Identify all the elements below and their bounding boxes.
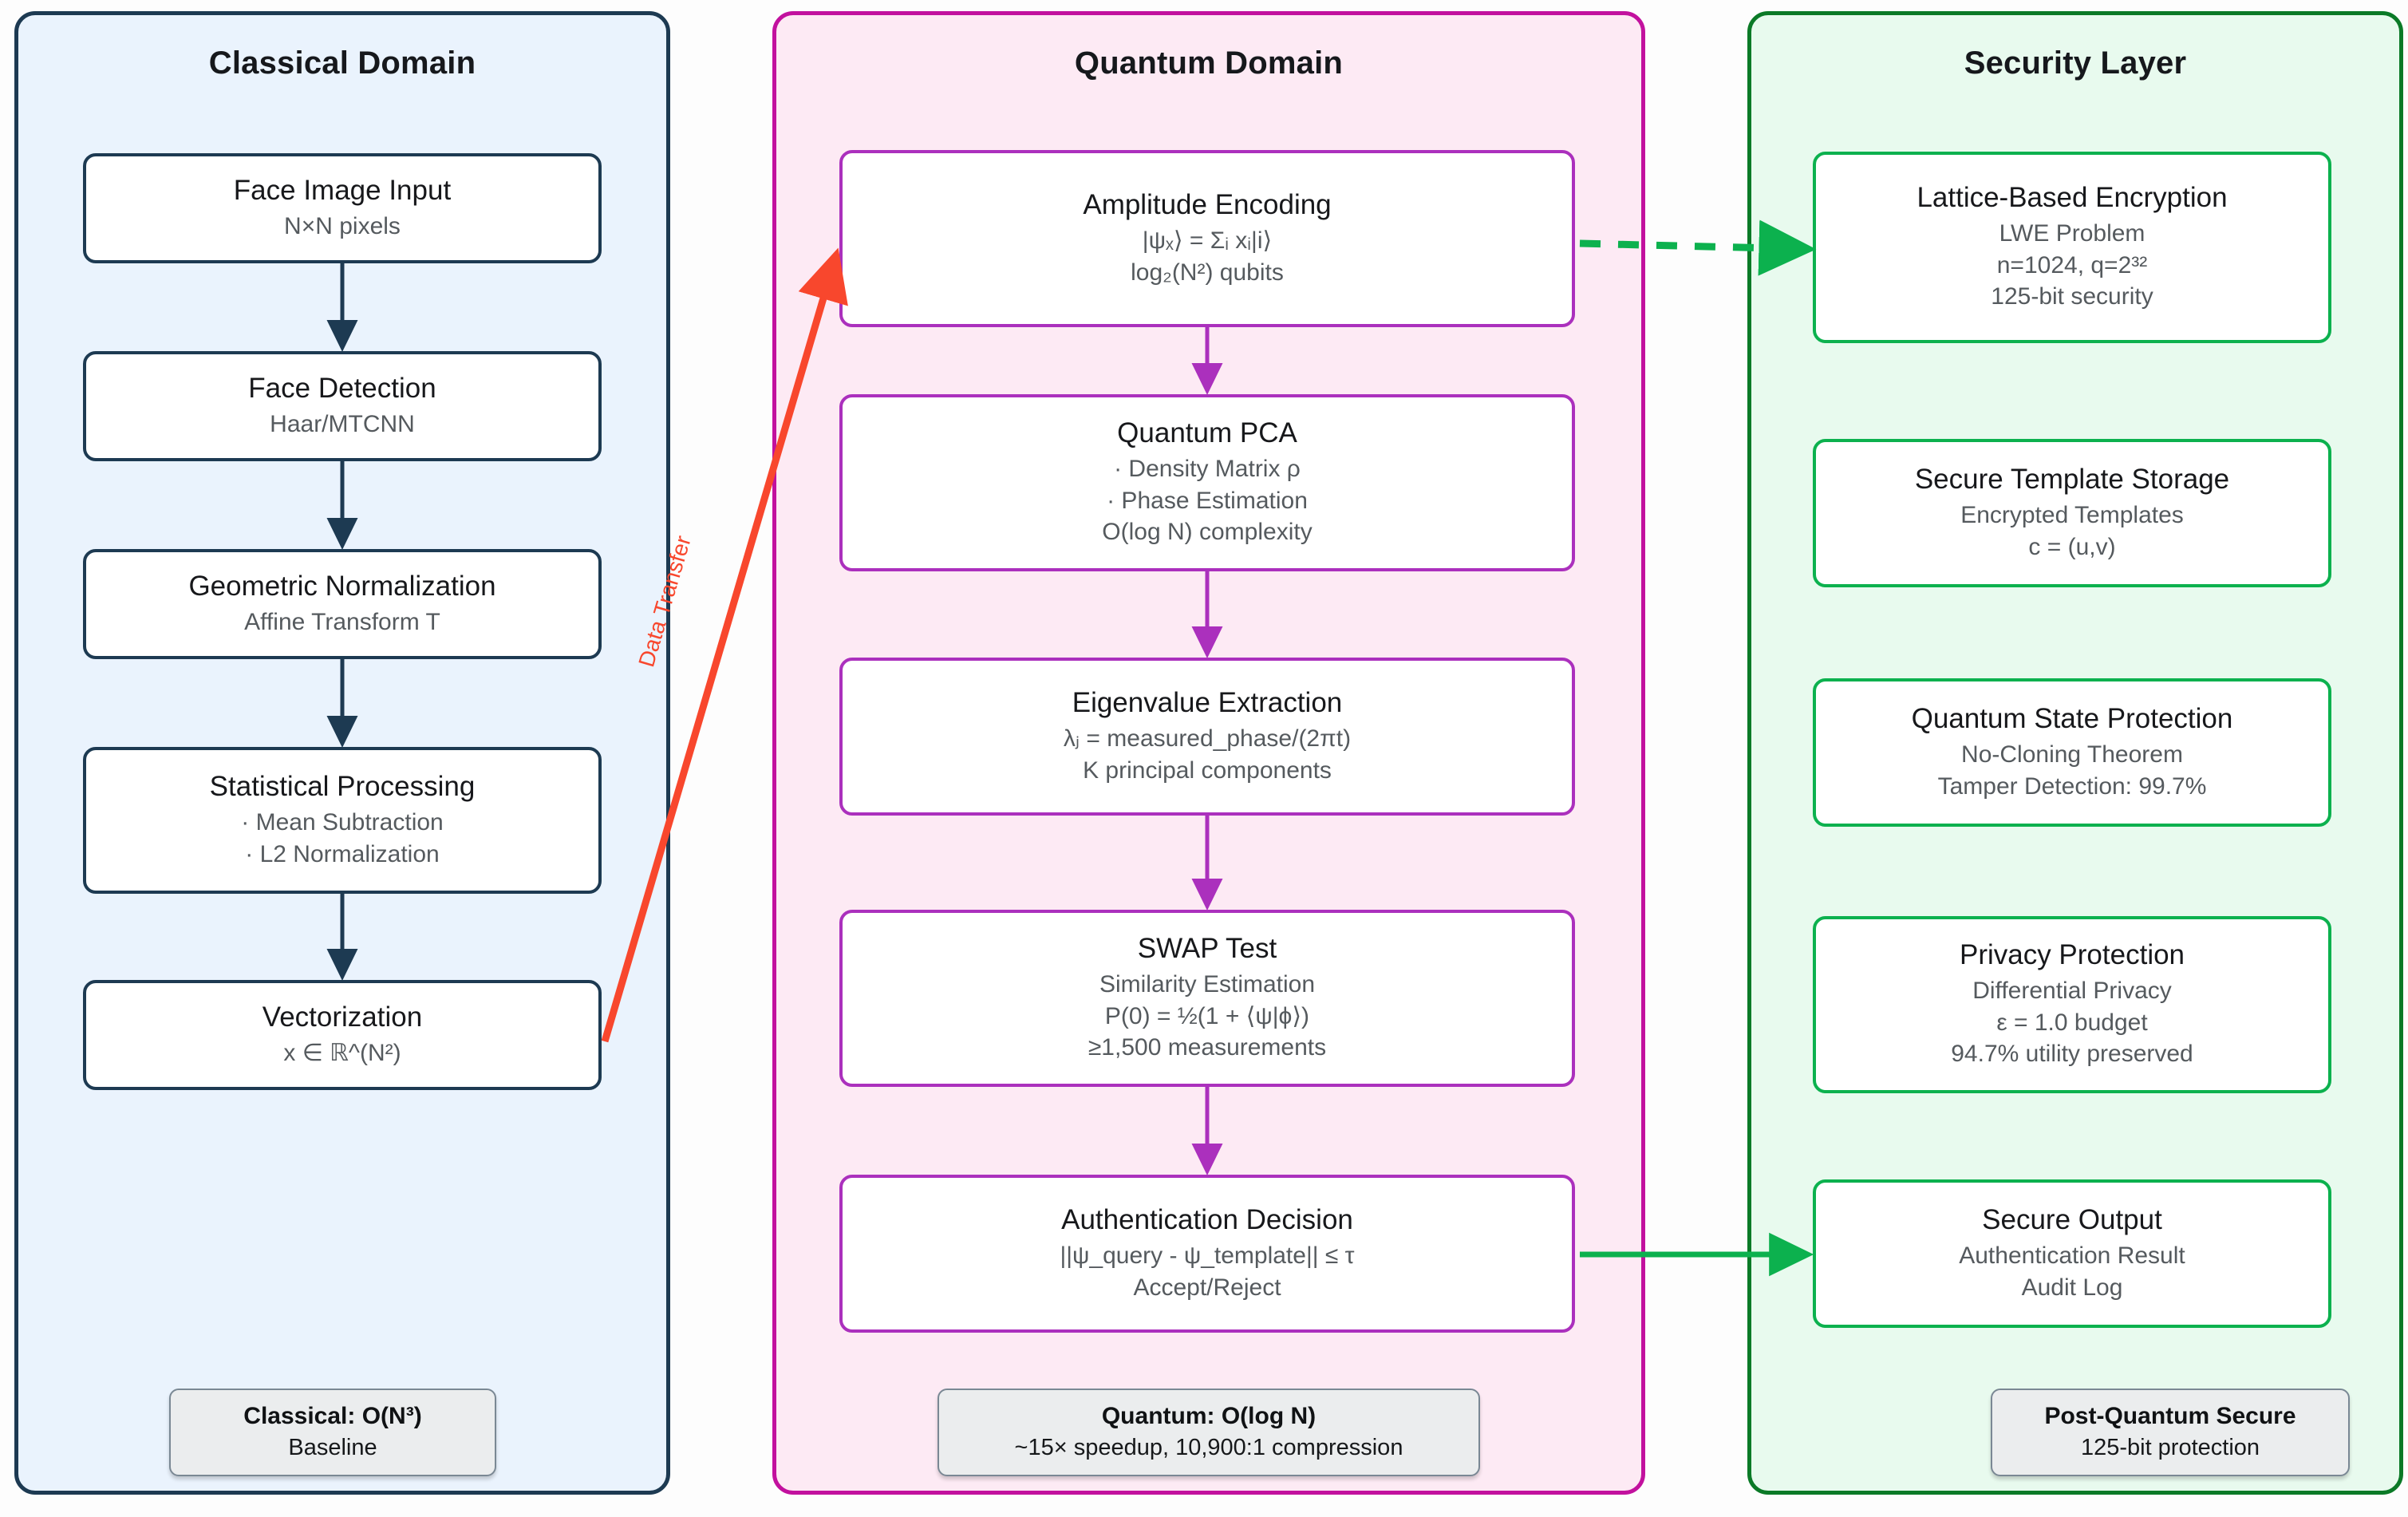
node-quantum-state-protection[interactable]: Quantum State Protection No-Cloning Theo…	[1813, 678, 2331, 827]
node-subtitle-1: Similarity Estimation	[1099, 971, 1316, 998]
node-secure-output[interactable]: Secure Output Authentication Result Audi…	[1813, 1179, 2331, 1328]
node-title: Lattice-Based Encryption	[1917, 182, 2228, 214]
node-subtitle: Haar/MTCNN	[270, 410, 415, 437]
node-subtitle-2: Audit Log	[2021, 1274, 2123, 1301]
legend-classical-complexity: Classical: O(N³) Baseline	[169, 1389, 496, 1476]
node-title: Face Detection	[248, 372, 436, 404]
node-eigenvalue-extraction[interactable]: Eigenvalue Extraction λⱼ = measured_phas…	[839, 658, 1575, 816]
node-subtitle-1: · Density Matrix ρ	[1114, 456, 1301, 483]
node-title: Statistical Processing	[209, 770, 476, 802]
node-subtitle-2: P(0) = ½(1 + ⟨ψ|ϕ⟩)	[1104, 1002, 1310, 1029]
node-subtitle-1: |ψₓ⟩ = Σᵢ xᵢ|i⟩	[1142, 227, 1273, 254]
node-subtitle-2: n=1024, q=2³²	[1996, 251, 2148, 279]
node-title: Authentication Decision	[1061, 1203, 1353, 1235]
legend-subtitle: 125-bit protection	[2080, 1434, 2260, 1460]
node-title: Face Image Input	[233, 174, 452, 206]
node-subtitle-2: ε = 1.0 budget	[1996, 1009, 2148, 1036]
node-title: Quantum PCA	[1117, 417, 1297, 449]
node-face-detection[interactable]: Face Detection Haar/MTCNN	[83, 351, 602, 461]
node-subtitle-1: λⱼ = measured_phase/(2πt)	[1063, 725, 1352, 752]
node-title: Privacy Protection	[1959, 939, 2185, 971]
node-title: Secure Template Storage	[1914, 463, 2230, 495]
node-subtitle-1: Authentication Result	[1959, 1242, 2185, 1269]
node-subtitle-1: LWE Problem	[1999, 220, 2145, 247]
panel-title-classical: Classical Domain	[208, 45, 476, 81]
legend-subtitle: ~15× speedup, 10,900:1 compression	[1014, 1434, 1403, 1460]
node-title: Amplitude Encoding	[1083, 188, 1332, 220]
node-title: Eigenvalue Extraction	[1072, 686, 1343, 718]
node-subtitle-2: Tamper Detection: 99.7%	[1937, 772, 2207, 800]
node-subtitle: Affine Transform T	[244, 608, 440, 635]
node-subtitle-3: 125-bit security	[1991, 283, 2153, 310]
legend-title: Post-Quantum Secure	[2044, 1403, 2296, 1430]
panel-title-security: Security Layer	[1964, 45, 2187, 81]
node-subtitle: x ∈ ℝ^(N²)	[283, 1039, 401, 1066]
node-subtitle-2: log₂(N²) qubits	[1131, 259, 1284, 286]
node-title: SWAP Test	[1137, 933, 1277, 965]
node-subtitle-2: c = (u,v)	[2028, 533, 2116, 560]
node-title: Quantum State Protection	[1911, 702, 2233, 734]
panel-title-quantum: Quantum Domain	[1074, 45, 1344, 81]
node-subtitle: N×N pixels	[284, 212, 401, 239]
node-geometric-normalization[interactable]: Geometric Normalization Affine Transform…	[83, 549, 602, 659]
node-subtitle-3: 94.7% utility preserved	[1951, 1041, 2193, 1068]
node-face-image-input[interactable]: Face Image Input N×N pixels	[83, 153, 602, 263]
node-secure-template-storage[interactable]: Secure Template Storage Encrypted Templa…	[1813, 439, 2331, 587]
legend-quantum-complexity: Quantum: O(log N) ~15× speedup, 10,900:1…	[938, 1389, 1480, 1476]
node-amplitude-encoding[interactable]: Amplitude Encoding |ψₓ⟩ = Σᵢ xᵢ|i⟩ log₂(…	[839, 150, 1575, 327]
node-subtitle-1: ||ψ_query - ψ_template|| ≤ τ	[1060, 1242, 1355, 1269]
node-privacy-protection[interactable]: Privacy Protection Differential Privacy …	[1813, 916, 2331, 1093]
node-vectorization[interactable]: Vectorization x ∈ ℝ^(N²)	[83, 980, 602, 1090]
node-subtitle-1: · Mean Subtraction	[241, 809, 444, 836]
legend-post-quantum-secure: Post-Quantum Secure 125-bit protection	[1991, 1389, 2350, 1476]
node-subtitle-2: · Phase Estimation	[1107, 487, 1308, 514]
node-subtitle-1: Differential Privacy	[1972, 978, 2172, 1005]
node-title: Vectorization	[262, 1001, 423, 1033]
legend-subtitle: Baseline	[288, 1434, 377, 1460]
node-title: Geometric Normalization	[188, 570, 496, 602]
node-subtitle-2: K principal components	[1083, 757, 1332, 784]
node-title: Secure Output	[1982, 1203, 2162, 1235]
node-quantum-pca[interactable]: Quantum PCA · Density Matrix ρ · Phase E…	[839, 394, 1575, 571]
node-authentication-decision[interactable]: Authentication Decision ||ψ_query - ψ_te…	[839, 1175, 1575, 1333]
node-swap-test[interactable]: SWAP Test Similarity Estimation P(0) = ½…	[839, 910, 1575, 1087]
node-subtitle-1: Encrypted Templates	[1960, 502, 2184, 528]
node-subtitle-2: · L2 Normalization	[245, 840, 440, 867]
node-subtitle-3: ≥1,500 measurements	[1088, 1034, 1327, 1061]
legend-title: Quantum: O(log N)	[1101, 1403, 1317, 1430]
node-subtitle-3: O(log N) complexity	[1102, 519, 1313, 546]
node-lattice-based-encryption[interactable]: Lattice-Based Encryption LWE Problem n=1…	[1813, 152, 2331, 343]
node-statistical-processing[interactable]: Statistical Processing · Mean Subtractio…	[83, 747, 602, 894]
node-subtitle-2: Accept/Reject	[1133, 1274, 1281, 1301]
legend-title: Classical: O(N³)	[243, 1403, 422, 1430]
node-subtitle-1: No-Cloning Theorem	[1961, 741, 2183, 768]
